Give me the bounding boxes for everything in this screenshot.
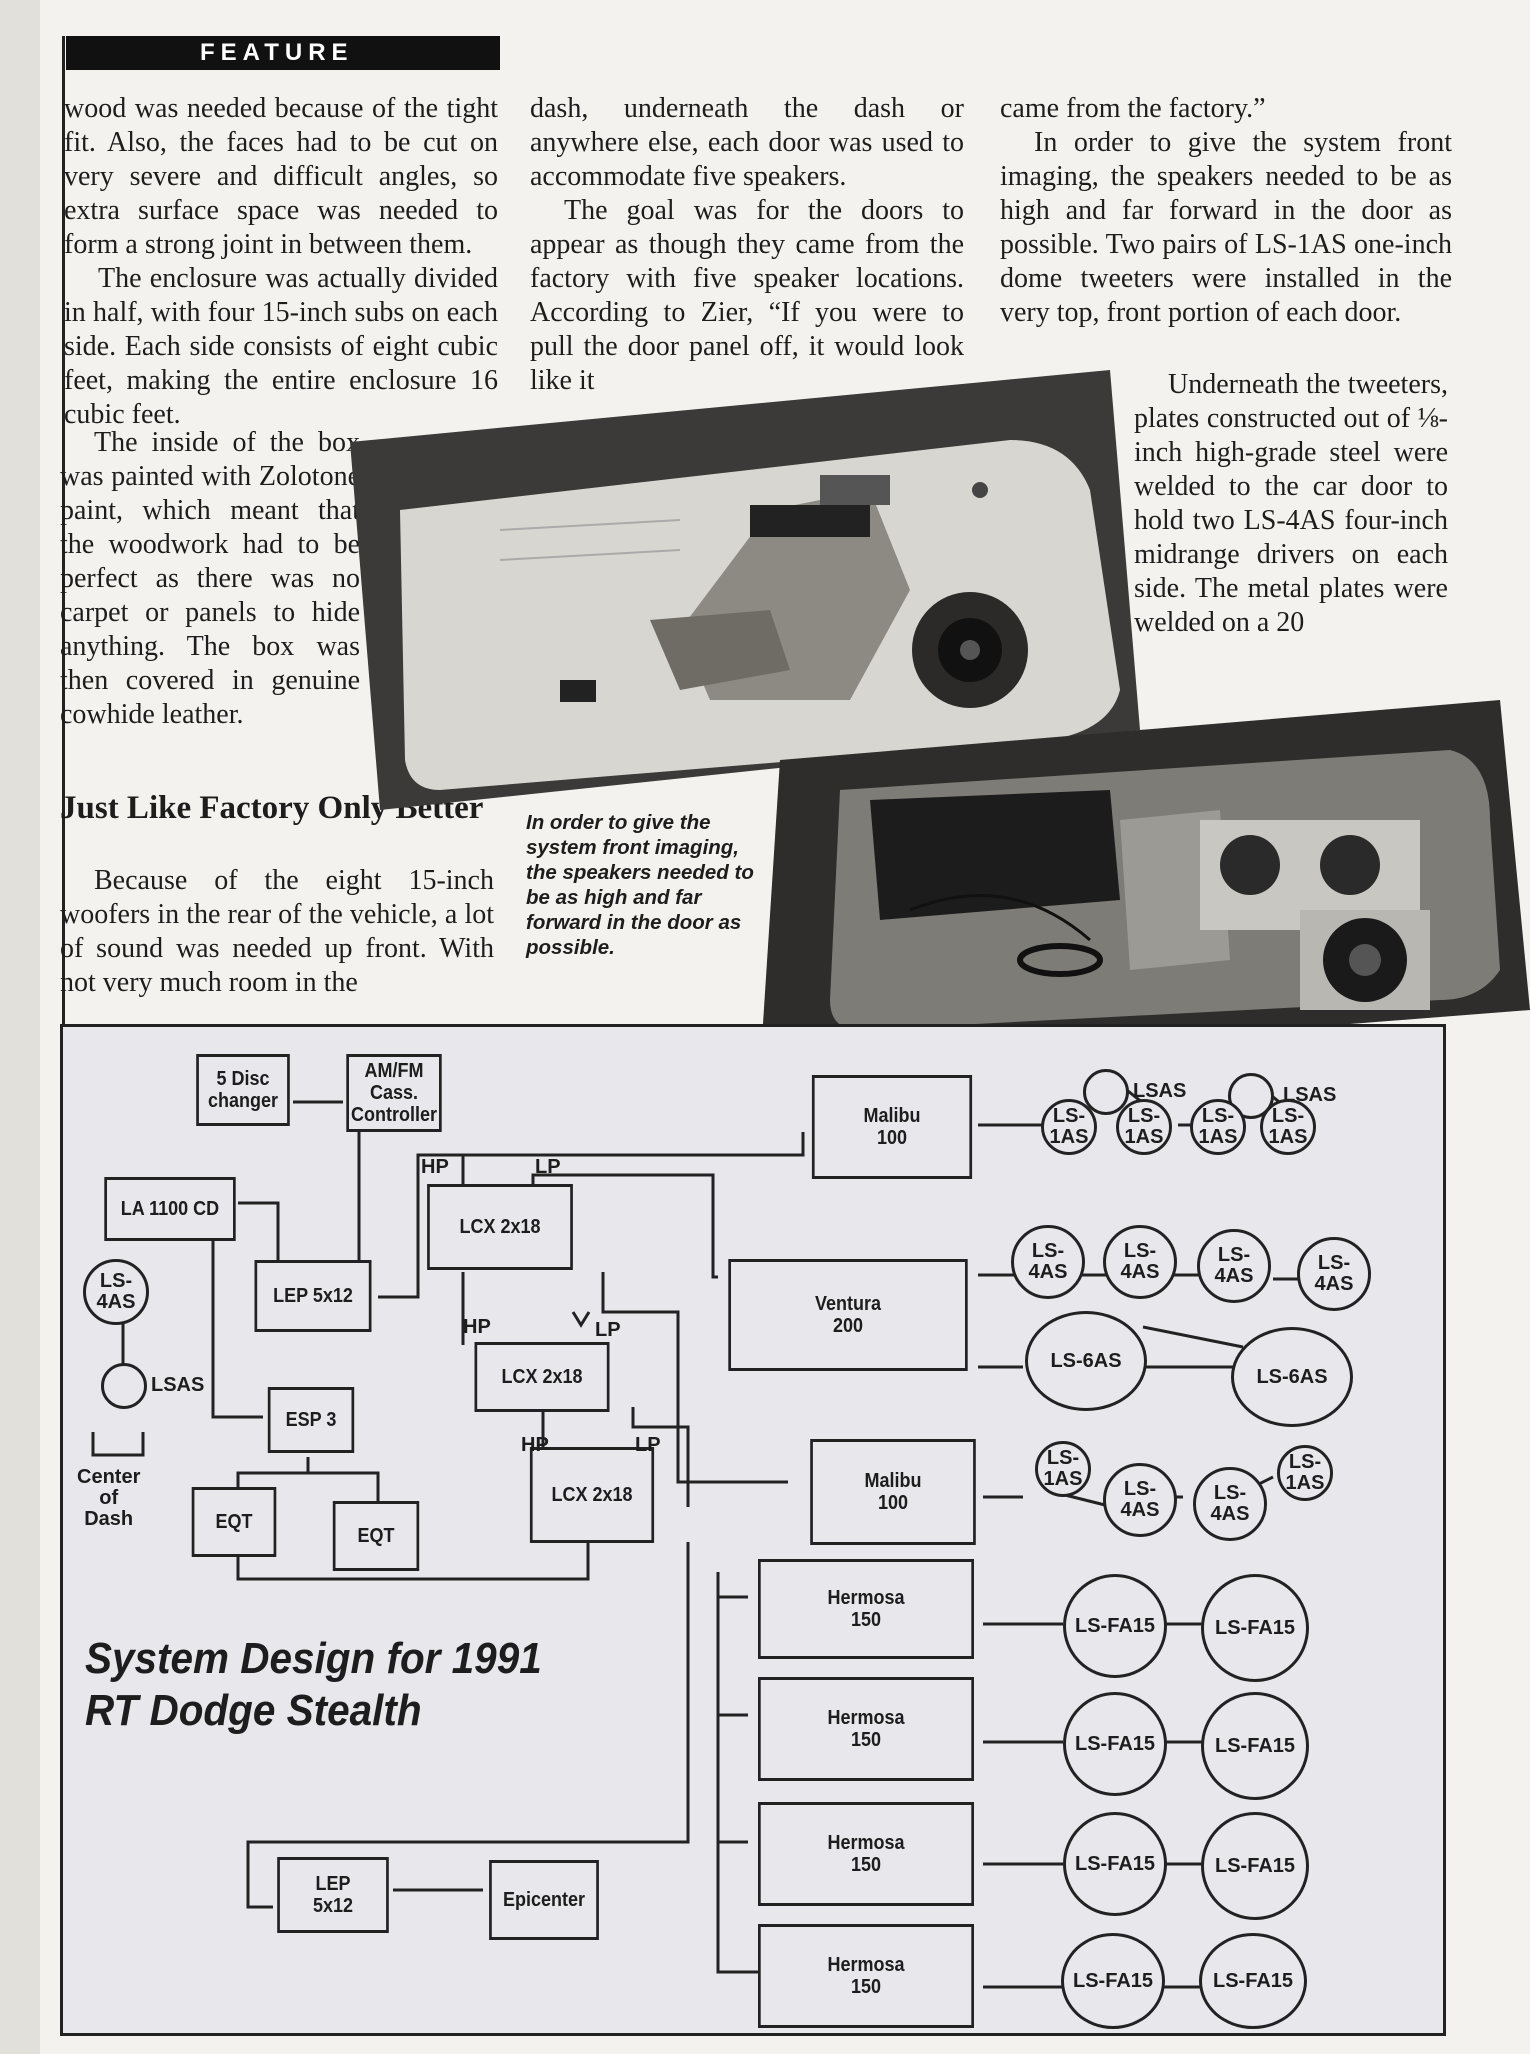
speaker-ls-fa15-3: LS-FA15 [1063, 1692, 1167, 1796]
lp-label-3: LP [635, 1434, 661, 1456]
lcx-2x18-block-3: LCX 2x18 [529, 1447, 655, 1543]
speaker-ls-4as-1: LS- 4AS [1011, 1225, 1085, 1299]
speaker-ls-fa15-2: LS-FA15 [1201, 1574, 1309, 1682]
ventura-200-block: Ventura 200 [728, 1259, 968, 1371]
lp-label-1: LP [535, 1156, 561, 1178]
lp-label-2: LP [595, 1319, 621, 1341]
speaker-ls-fa15-6: LS-FA15 [1201, 1812, 1309, 1920]
malibu-100-block-1: Malibu 100 [811, 1075, 973, 1179]
wiring-lines [91, 1085, 1303, 1989]
col3-para-2: In order to give the system front imagin… [1000, 127, 1452, 328]
system-diagram: 5 Disc changer AM/FM Cass. Controller LA… [60, 1024, 1446, 2036]
hermosa-150-block-3: Hermosa 150 [758, 1802, 974, 1906]
center-of-dash-label: Center of Dash [77, 1466, 141, 1530]
col2-para-1: dash, underneath the dash or anywhere el… [530, 93, 964, 192]
eqt-block-2: EQT [332, 1501, 420, 1571]
column-3: came from the factory.” In order to give… [1000, 92, 1452, 330]
speaker-ls-fa15-5: LS-FA15 [1063, 1812, 1167, 1916]
col3b-para: Underneath the tweeters, plates construc… [1134, 369, 1448, 638]
col1-para-3: The inside of the box was painted with Z… [60, 427, 360, 730]
col1b-para: Because of the eight 15-inch woofers in … [60, 865, 494, 998]
speaker-ls-4as-5: LS- 4AS [1103, 1463, 1177, 1537]
speaker-ls-6as-1: LS-6AS [1025, 1311, 1147, 1411]
lep-5x12-block: LEP 5x12 [254, 1260, 372, 1332]
disc-changer-block: 5 Disc changer [196, 1054, 290, 1126]
malibu-100-block-2: Malibu 100 [810, 1439, 976, 1545]
door-panel-photo [350, 370, 1140, 810]
speaker-ls-1as-2: LS- 1AS [1116, 1099, 1172, 1155]
speaker-ls-4as-6: LS- 4AS [1193, 1467, 1267, 1541]
col1-para-1: wood was needed because of the tight fit… [64, 93, 498, 260]
speaker-lsas-center [101, 1363, 147, 1409]
col3-para-1: came from the factory.” [1000, 93, 1266, 124]
column-1: wood was needed because of the tight fit… [64, 92, 498, 432]
col2-para-2: The goal was for the doors to appear as … [530, 195, 964, 396]
speaker-ls-1as-1: LS- 1AS [1041, 1099, 1097, 1155]
amfm-controller-block: AM/FM Cass. Controller [346, 1054, 442, 1132]
speaker-ls-fa15-7: LS-FA15 [1061, 1933, 1165, 2029]
lcx-2x18-block-2: LCX 2x18 [474, 1342, 610, 1412]
page-edge [0, 0, 40, 2054]
section-header: FEATURE [66, 36, 500, 70]
speaker-ls-fa15-8: LS-FA15 [1199, 1933, 1307, 2029]
column-3-lower: Underneath the tweeters, plates construc… [1134, 368, 1448, 640]
lep-5x12-block-2: LEP 5x12 [277, 1857, 389, 1933]
speaker-ls-4as-4: LS- 4AS [1297, 1237, 1371, 1311]
column-1-lower: The inside of the box was painted with Z… [60, 426, 360, 732]
hp-label-1: HP [421, 1156, 449, 1178]
speaker-ls-1as-6: LS- 1AS [1277, 1445, 1333, 1501]
la1100-cd-block: LA 1100 CD [104, 1177, 236, 1241]
lcx-2x18-block-1: LCX 2x18 [427, 1184, 573, 1270]
eqt-block-1: EQT [191, 1487, 277, 1557]
speaker-ls-4as-3: LS- 4AS [1197, 1229, 1271, 1303]
col1-para-2: The enclosure was actually divided in ha… [64, 263, 498, 430]
lsas-label-center: LSAS [151, 1374, 205, 1396]
speaker-ls-fa15-1: LS-FA15 [1063, 1574, 1167, 1678]
lsas-label-top-1: LSAS [1133, 1080, 1187, 1102]
column-2: dash, underneath the dash or anywhere el… [530, 92, 964, 398]
photo-caption: In order to give the system front imagin… [526, 811, 754, 959]
speaker-ls-1as-4: LS- 1AS [1260, 1099, 1316, 1155]
hermosa-150-block-2: Hermosa 150 [758, 1677, 974, 1781]
epicenter-block: Epicenter [489, 1860, 599, 1940]
hermosa-150-block-4: Hermosa 150 [758, 1924, 974, 2028]
column-rule [62, 36, 65, 1036]
speaker-ls-4as-2: LS- 4AS [1103, 1225, 1177, 1299]
esp3-block: ESP 3 [267, 1387, 355, 1453]
hp-label-2: HP [463, 1316, 491, 1338]
hermosa-150-block-1: Hermosa 150 [758, 1559, 974, 1659]
speaker-ls-fa15-4: LS-FA15 [1201, 1692, 1309, 1800]
speaker-ls-1as-3: LS- 1AS [1190, 1099, 1246, 1155]
speaker-ls-4as-center: LS- 4AS [83, 1259, 149, 1325]
hp-label-3: HP [521, 1434, 549, 1456]
speaker-ls-6as-2: LS-6AS [1231, 1327, 1353, 1427]
bare-door-photo [760, 700, 1530, 1070]
column-1-bottom: Because of the eight 15-inch woofers in … [60, 864, 494, 1000]
diagram-title: System Design for 1991 RT Dodge Stealth [85, 1634, 542, 1735]
speaker-lsas-top-1 [1083, 1069, 1129, 1115]
speaker-ls-1as-5: LS- 1AS [1035, 1441, 1091, 1497]
